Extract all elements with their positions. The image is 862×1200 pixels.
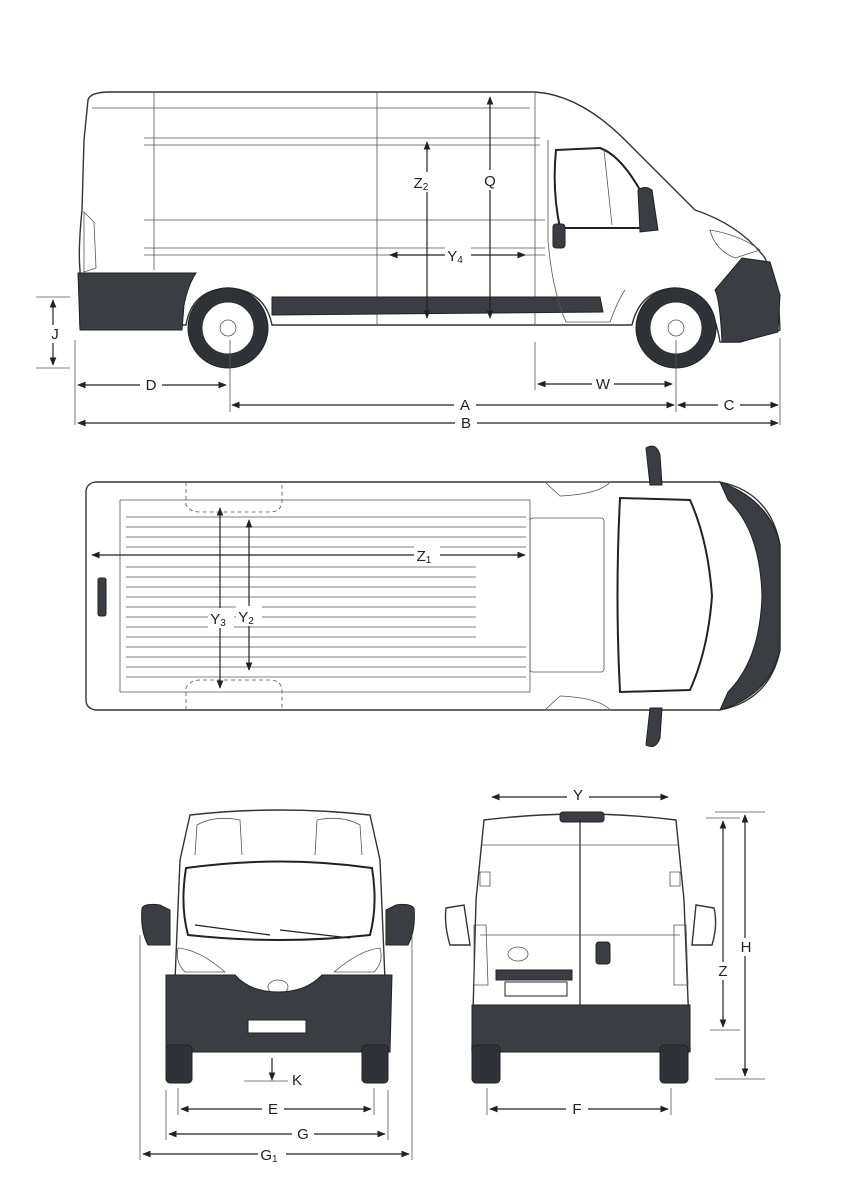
label-y3: Y3	[210, 611, 226, 629]
label-a: A	[460, 397, 470, 414]
label-g1: G1	[260, 1147, 278, 1165]
label-h: H	[741, 939, 752, 956]
label-q: Q	[484, 173, 496, 190]
label-y: Y	[573, 787, 583, 804]
side-view	[77, 91, 781, 369]
label-b: B	[461, 415, 471, 432]
rear-view-dimensions: Y F Z H	[486, 786, 765, 1118]
front-view-dimensions: K E G G1	[139, 935, 413, 1165]
label-w: W	[596, 376, 611, 393]
front-view	[141, 809, 415, 1084]
top-view-dimensions: Z1 Y3 Y2	[91, 507, 526, 689]
top-view	[85, 445, 781, 747]
label-z2: Z2	[414, 175, 429, 193]
label-k: K	[292, 1072, 302, 1089]
label-g: G	[297, 1126, 309, 1143]
rear-view	[444, 811, 717, 1084]
label-d: D	[146, 377, 157, 394]
label-f: F	[572, 1101, 581, 1118]
side-view-dimensions: D W A C B J Z2 Q Y4	[36, 96, 781, 432]
floor-ribs	[126, 516, 526, 678]
label-j: J	[51, 326, 59, 343]
label-c: C	[724, 397, 735, 414]
label-e: E	[268, 1101, 278, 1118]
label-z1: Z1	[417, 548, 432, 566]
label-y2: Y2	[238, 609, 254, 627]
label-z: Z	[718, 963, 727, 980]
label-y4: Y4	[447, 248, 463, 266]
